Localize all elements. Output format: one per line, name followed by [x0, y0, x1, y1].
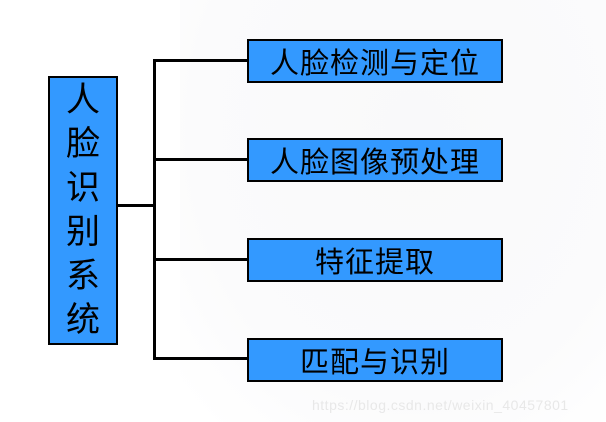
node-face-image-preprocessing: 人脸图像预处理	[247, 138, 503, 182]
connector-trunk	[153, 59, 156, 360]
connector-branch-2	[153, 158, 248, 161]
connector-branch-3	[153, 258, 248, 261]
node-face-detection-localization: 人脸检测与定位	[247, 39, 503, 83]
connector-branch-4	[153, 357, 248, 360]
watermark-url: https://blog.csdn.net/weixin_40457801	[312, 397, 569, 413]
node-matching-recognition: 匹配与识别	[247, 338, 503, 382]
node-feature-extraction: 特征提取	[247, 238, 503, 282]
connector-root-stub	[116, 204, 154, 207]
node-face-recognition-system: 人脸识别系统	[48, 76, 118, 345]
connector-branch-1	[153, 59, 248, 62]
